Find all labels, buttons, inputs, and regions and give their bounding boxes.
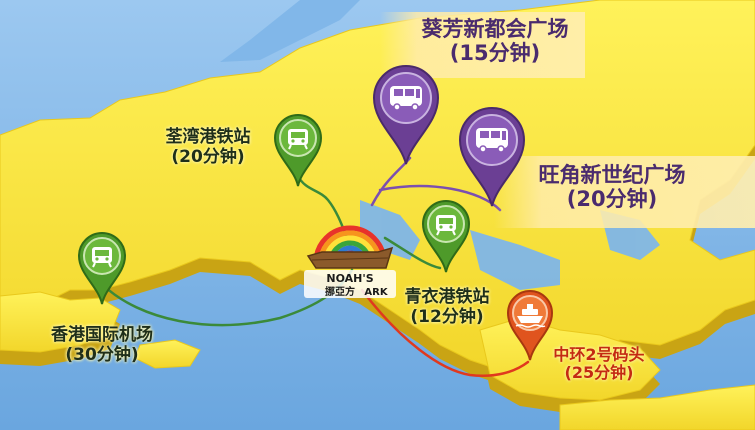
location-label-kwai-fong: 葵芳新都会广场 (15分钟) — [400, 17, 590, 65]
location-time: (20分钟) — [171, 146, 245, 167]
location-time: (30分钟) — [65, 344, 139, 365]
location-time: (12分钟) — [410, 306, 484, 327]
pin-kwai-fong[interactable] — [370, 60, 442, 166]
location-name: 青衣港铁站 — [404, 287, 490, 307]
location-name: 荃湾港铁站 — [165, 127, 251, 147]
location-label-tsuen-wan: 荃湾港铁站 (20分钟) — [138, 127, 278, 167]
pin-mong-kok[interactable] — [456, 102, 528, 208]
location-name: 中环2号码头 — [553, 345, 645, 364]
location-time: (25分钟) — [564, 363, 634, 383]
bus-icon — [390, 86, 422, 111]
pin-tsing-yi[interactable] — [420, 196, 472, 274]
logo-text-line1: NOAH'S — [326, 272, 373, 285]
location-name: 香港国际机场 — [51, 325, 153, 345]
location-label-central-pier: 中环2号码头 (25分钟) — [534, 345, 664, 383]
train-icon — [288, 129, 308, 150]
pin-airport[interactable] — [76, 228, 128, 306]
location-name: 旺角新世纪广场 — [538, 163, 686, 187]
pin-central-pier[interactable] — [505, 286, 555, 362]
banner-mong-kok — [494, 156, 755, 228]
train-icon — [92, 247, 112, 268]
bus-icon — [476, 128, 508, 153]
route-tsing-yi — [383, 236, 442, 270]
location-label-mong-kok: 旺角新世纪广场 (20分钟) — [512, 163, 712, 211]
location-label-airport: 香港国际机场 (30分钟) — [22, 325, 182, 365]
route-central — [360, 288, 530, 377]
logo-text-line2: 挪亞方 — [325, 285, 355, 298]
noahs-ark-logo: NOAH'S 挪亞方 ARK — [304, 225, 396, 298]
location-label-tsing-yi: 青衣港铁站 (12分钟) — [382, 287, 512, 327]
pin-tsuen-wan[interactable] — [272, 110, 324, 188]
ferry-icon — [515, 304, 546, 328]
train-icon — [436, 215, 456, 236]
logo-text-line3: ARK — [364, 287, 388, 298]
location-time: (15分钟) — [449, 41, 541, 66]
location-time: (20分钟) — [566, 187, 658, 212]
location-name: 葵芳新都会广场 — [421, 17, 569, 41]
